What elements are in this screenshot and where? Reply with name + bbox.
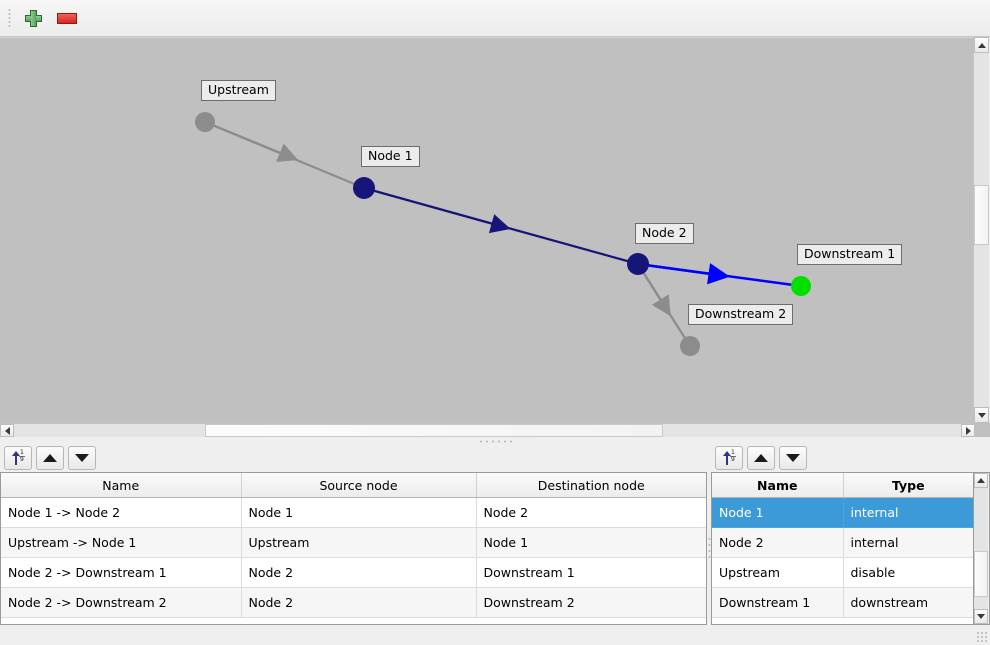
add-node-button[interactable] [16, 2, 50, 34]
table-row[interactable]: Downstream 1 downstream [712, 587, 973, 618]
scroll-left-button[interactable] [0, 424, 14, 437]
remove-node-button[interactable] [50, 2, 84, 34]
edge-name[interactable]: Node 1 -> Node 2 [1, 497, 242, 528]
chevron-up-icon [977, 478, 985, 483]
nodes-table-frame: Name Type Node 1 internal Node 2 interna… [711, 472, 974, 625]
nodes-move-up-button[interactable] [747, 446, 775, 470]
chevron-up-icon [977, 42, 986, 48]
scroll-up-button[interactable] [974, 37, 989, 53]
node-name[interactable]: Downstream 1 [712, 587, 844, 618]
hscroll-thumb[interactable] [205, 424, 663, 437]
arrow-up-icon [43, 454, 57, 462]
node-label-upstream[interactable]: Upstream [201, 80, 276, 101]
nodes-scroll-up-button[interactable] [974, 473, 988, 488]
edge-upstream-node1[interactable] [204, 120, 365, 190]
edges-col-destination[interactable]: Destination node [476, 473, 706, 498]
node-type[interactable]: disable [843, 557, 973, 588]
node-label-downstream1[interactable]: Downstream 1 [797, 244, 903, 265]
plus-icon [24, 9, 42, 27]
graph-node-upstream[interactable] [195, 112, 215, 132]
table-row[interactable]: Upstream disable [712, 557, 973, 588]
edge-node1-node2[interactable] [363, 186, 639, 266]
chevron-left-icon [4, 426, 10, 435]
chevron-right-icon [965, 426, 971, 435]
edges-table-header-row: Name Source node Destination node [1, 473, 706, 498]
nodes-scroll-down-button[interactable] [974, 609, 988, 624]
main-toolbar [0, 0, 990, 37]
nodes-vscroll-thumb[interactable] [974, 551, 988, 597]
graph-node-downstream1[interactable] [791, 276, 811, 296]
node-label-node2[interactable]: Node 2 [635, 223, 694, 244]
node-name[interactable]: Node 1 [712, 497, 844, 528]
edges-col-name[interactable]: Name [1, 473, 242, 498]
status-bar [0, 625, 990, 645]
table-row[interactable]: Node 1 internal [712, 497, 973, 528]
minus-icon [57, 12, 77, 24]
nodes-col-name[interactable]: Name [712, 473, 844, 498]
graph-node-downstream2[interactable] [680, 336, 700, 356]
table-row[interactable]: Node 2 -> Downstream 2 Node 2 Downstream… [1, 587, 706, 618]
chevron-down-icon [977, 412, 986, 418]
node-name[interactable]: Upstream [712, 557, 844, 588]
toolbar-drag-handle[interactable] [2, 6, 16, 30]
edges-move-up-button[interactable] [36, 446, 64, 470]
graph-horizontal-scrollbar[interactable] [0, 423, 975, 438]
nodes-table-vertical-scrollbar[interactable] [974, 472, 990, 625]
window-resize-grip[interactable] [976, 631, 988, 643]
arrow-up-icon [754, 454, 768, 462]
edge-destination[interactable]: Node 2 [476, 497, 706, 528]
nodes-col-type[interactable]: Type [843, 473, 973, 498]
node-type[interactable]: internal [843, 497, 973, 528]
edges-col-source[interactable]: Source node [241, 473, 477, 498]
nodes-table-header-row: Name Type [712, 473, 973, 498]
edge-source[interactable]: Node 2 [241, 557, 477, 588]
edge-name[interactable]: Node 2 -> Downstream 1 [1, 557, 242, 588]
arrow-down-icon [786, 454, 800, 462]
table-row[interactable]: Node 2 -> Downstream 1 Node 2 Downstream… [1, 557, 706, 588]
edge-destination[interactable]: Downstream 2 [476, 587, 706, 618]
edges-table: Name Source node Destination node Node 1… [1, 473, 706, 618]
graph-node-node1[interactable] [353, 177, 375, 199]
graph-drawing [195, 112, 811, 356]
edge-name[interactable]: Upstream -> Node 1 [1, 527, 242, 558]
chevron-down-icon [977, 614, 985, 619]
vscroll-thumb[interactable] [974, 185, 989, 245]
node-type[interactable]: downstream [843, 587, 973, 618]
edges-table-frame: Name Source node Destination node Node 1… [0, 472, 707, 625]
edge-node2-downstream2[interactable] [637, 263, 691, 347]
vertical-splitter[interactable] [707, 472, 711, 625]
node-name[interactable]: Node 2 [712, 527, 844, 558]
node-label-node1[interactable]: Node 1 [361, 146, 420, 167]
edge-destination[interactable]: Node 1 [476, 527, 706, 558]
arrow-down-icon [75, 454, 89, 462]
node-label-downstream2[interactable]: Downstream 2 [688, 304, 794, 325]
edge-node2-downstream1[interactable] [637, 262, 802, 288]
scroll-down-button[interactable] [974, 407, 989, 423]
table-row[interactable]: Node 2 internal [712, 527, 973, 558]
scroll-right-button[interactable] [961, 424, 975, 437]
edge-source[interactable]: Node 1 [241, 497, 477, 528]
nodes-move-down-button[interactable] [779, 446, 807, 470]
edge-name[interactable]: Node 2 -> Downstream 2 [1, 587, 242, 618]
nodes-table: Name Type Node 1 internal Node 2 interna… [712, 473, 973, 618]
graph-canvas[interactable]: Upstream Node 1 Node 2 Downstream 1 Down… [0, 37, 990, 439]
edge-source[interactable]: Node 2 [241, 587, 477, 618]
edge-destination[interactable]: Downstream 1 [476, 557, 706, 588]
table-row[interactable]: Node 1 -> Node 2 Node 1 Node 2 [1, 497, 706, 528]
edges-move-down-button[interactable] [68, 446, 96, 470]
node-type[interactable]: internal [843, 527, 973, 558]
edge-source[interactable]: Upstream [241, 527, 477, 558]
graph-vertical-scrollbar[interactable] [973, 37, 990, 423]
table-row[interactable]: Upstream -> Node 1 Upstream Node 1 [1, 527, 706, 558]
graph-node-node2[interactable] [627, 253, 649, 275]
horizontal-splitter[interactable] [0, 437, 990, 445]
